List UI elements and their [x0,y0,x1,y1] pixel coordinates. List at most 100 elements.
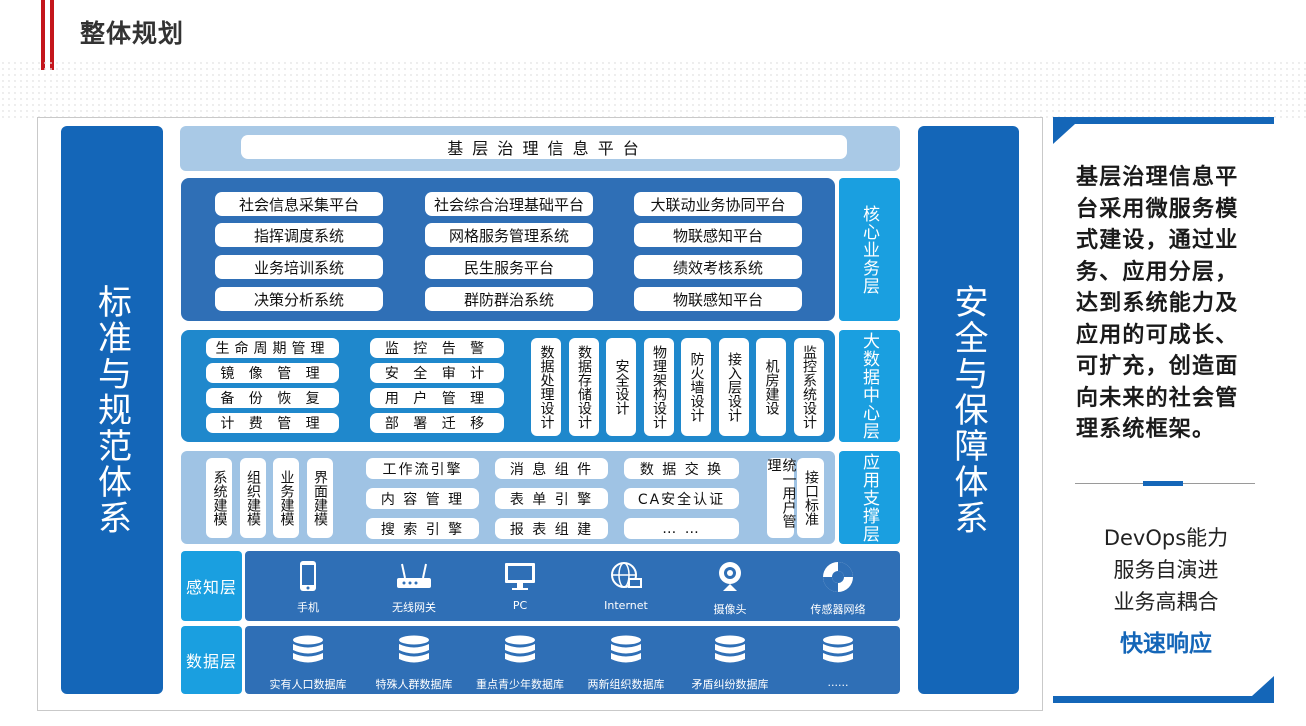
sense-label: 无线网关 [392,601,436,614]
database-label: 实有人口数据库 [269,678,347,691]
internet-icon [608,560,644,599]
sense-layer-label: 感知层 [181,551,242,621]
capability-list: DevOps能力 服务自演进 业务高耦合 [1076,522,1256,618]
label: 安全设计 [613,359,630,415]
sense-item: 手机 [263,560,353,615]
core-item: 民生服务平台 [425,255,593,279]
support-modeling-item: 组织建模 [239,458,266,538]
label: 物理架构设计 [651,345,667,429]
label: 接口标准 [803,470,819,526]
bigdata-item: 部 署 迁 移 [370,413,504,433]
header-accent-bar [50,0,54,70]
database-label: ...... [827,676,849,689]
sense-label: PC [512,599,528,612]
data-panel [245,626,900,694]
core-item: 社会信息采集平台 [215,192,383,216]
bigdata-item: 监 控 告 警 [370,338,504,358]
bigdata-design-item: 物理架构设计 [643,338,674,436]
label: 系统建模 [211,470,228,526]
security-label: 安全与保障体系 [948,284,988,536]
core-item: 网格服务管理系统 [425,223,593,247]
database-icon [398,635,430,676]
platform-title: 基 层 治 理 信 息 平 台 [241,135,847,159]
security-column: 安全与保障体系 [918,126,1019,694]
database-item: 实有人口数据库 [253,635,363,692]
bigdata-design-item: 接入层设计 [718,338,749,436]
sense-label: 手机 [297,601,319,614]
panel-bottom-decoration [1053,676,1274,703]
bigdata-item: 备 份 恢 复 [206,388,339,408]
sensor-icon [821,560,855,601]
support-item: 消 息 组 件 [495,458,608,479]
label: 数据存储设计 [576,345,592,429]
support-layer-label: 应用支撑层 [839,451,900,544]
support-item: CA安全认证 [624,488,739,509]
core-item: 指挥调度系统 [215,223,383,247]
database-icon [292,635,324,676]
core-item: 群防群治系统 [425,287,593,311]
sense-item: Internet [581,560,671,612]
database-icon [822,635,854,676]
bigdata-design-item: 机房建设 [756,338,786,436]
label: 防火墙设计 [688,352,705,422]
core-item: 物联感知平台 [634,287,802,311]
sense-item: 传感器网络 [793,560,883,617]
support-item: 工作流引擎 [366,458,479,479]
bigdata-layer-label: 大数据中心层 [839,330,900,442]
database-item: 两新组织数据库 [571,635,681,692]
monitor-icon [503,560,537,599]
database-item: ...... [783,635,893,689]
database-icon [610,635,642,676]
bigdata-item: 镜 像 管 理 [206,363,339,383]
label: 界面建模 [312,470,328,526]
support-item: … … [624,518,739,539]
dotted-background [0,60,1306,120]
label: 数据处理设计 [538,345,555,429]
bigdata-item: 计 费 管 理 [206,413,339,433]
database-label: 两新组织数据库 [587,678,665,691]
label: 统一用户管理 [765,458,797,528]
core-layer-label: 核心业务层 [839,178,900,321]
bigdata-design-item: 数据存储设计 [568,338,599,436]
support-item: 表 单 引 擎 [495,488,608,509]
page-title: 整体规划 [80,19,185,48]
label: 机房建设 [763,359,780,415]
data-layer-label: 数据层 [181,626,242,694]
standards-label: 标准与规范体系 [91,284,132,536]
database-item: 重点青少年数据库 [465,635,575,692]
support-modeling-item: 界面建模 [306,458,333,538]
bigdata-item: 安 全 审 计 [370,363,504,383]
support-item: 数 据 交 换 [624,458,739,479]
bigdata-design-item: 监控系统设计 [793,338,824,436]
support-modeling-item: 业务建模 [273,458,299,538]
camera-icon [715,560,745,601]
support-modeling-item: 系统建模 [206,458,232,538]
core-item: 决策分析系统 [215,287,383,311]
sense-label: 摄像头 [713,603,747,616]
bigdata-item: 用 户 管 理 [370,388,504,408]
support-right-item: 统一用户管理 [765,458,797,538]
database-item: 矛盾纠纷数据库 [675,635,785,692]
label: 组织建模 [245,470,261,526]
bigdata-item: 生命周期管理 [206,338,339,358]
support-item: 内 容 管 理 [366,488,479,509]
sense-label: Internet [604,599,648,612]
divider-accent [1143,481,1183,486]
bigdata-design-item: 安全设计 [606,338,636,436]
sense-item: 无线网关 [369,560,459,615]
standards-column: 标准与规范体系 [61,126,163,694]
header-accent-bar [41,0,45,70]
database-label: 特殊人群数据库 [375,678,453,691]
core-item: 社会综合治理基础平台 [425,192,593,216]
phone-icon [297,560,319,599]
database-label: 重点青少年数据库 [476,678,564,691]
core-item: 大联动业务协同平台 [634,192,802,216]
sense-item: PC [475,560,565,612]
sense-panel [245,551,900,621]
sense-label: 传感器网络 [810,603,866,616]
core-item: 物联感知平台 [634,223,802,247]
router-icon [394,560,434,599]
bigdata-design-item: 数据处理设计 [531,338,561,436]
description-text: 基层治理信息平台采用微服务模式建设，通过业务、应用分层，达到系统能力及应用的可成… [1076,165,1239,442]
label: 监控系统设计 [801,345,817,429]
